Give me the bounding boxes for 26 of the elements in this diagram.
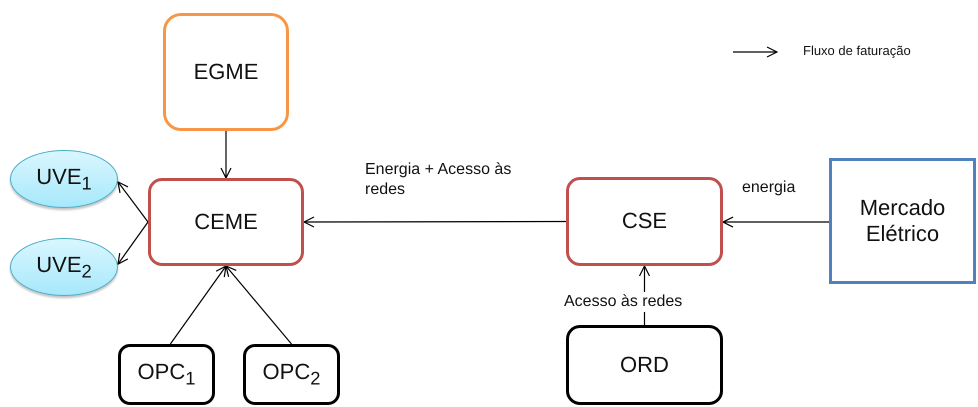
node-label: OPC$_{1}$ bbox=[138, 359, 196, 390]
operator-box bbox=[243, 344, 340, 405]
arrow bbox=[117, 181, 148, 222]
node-label: UVE$_{2}$ bbox=[36, 252, 92, 282]
arrow bbox=[117, 222, 148, 265]
node-label: ORD bbox=[620, 352, 669, 378]
arrow bbox=[303, 216, 566, 228]
legend-label: Fluxo de faturação bbox=[803, 43, 911, 58]
node-label: EGME bbox=[194, 58, 258, 86]
operator-box bbox=[118, 344, 215, 405]
arrow bbox=[722, 216, 829, 228]
node-label: CSE bbox=[622, 208, 668, 235]
node-label: CEME bbox=[194, 208, 258, 236]
node-label: Mercado Elétrico bbox=[858, 194, 946, 248]
process-box bbox=[566, 177, 723, 266]
arrow bbox=[170, 265, 227, 344]
market-box bbox=[829, 158, 976, 284]
process-box bbox=[163, 13, 289, 131]
edge-label: energia bbox=[742, 178, 796, 198]
arrow bbox=[225, 265, 292, 344]
process-box bbox=[148, 178, 304, 266]
arrow bbox=[220, 131, 232, 179]
node-label: OPC$_{2}$ bbox=[262, 359, 320, 390]
operator-box bbox=[566, 325, 723, 405]
edge-label: Acesso às redes bbox=[564, 292, 682, 312]
node-label: UVE$_{1}$ bbox=[36, 164, 92, 194]
